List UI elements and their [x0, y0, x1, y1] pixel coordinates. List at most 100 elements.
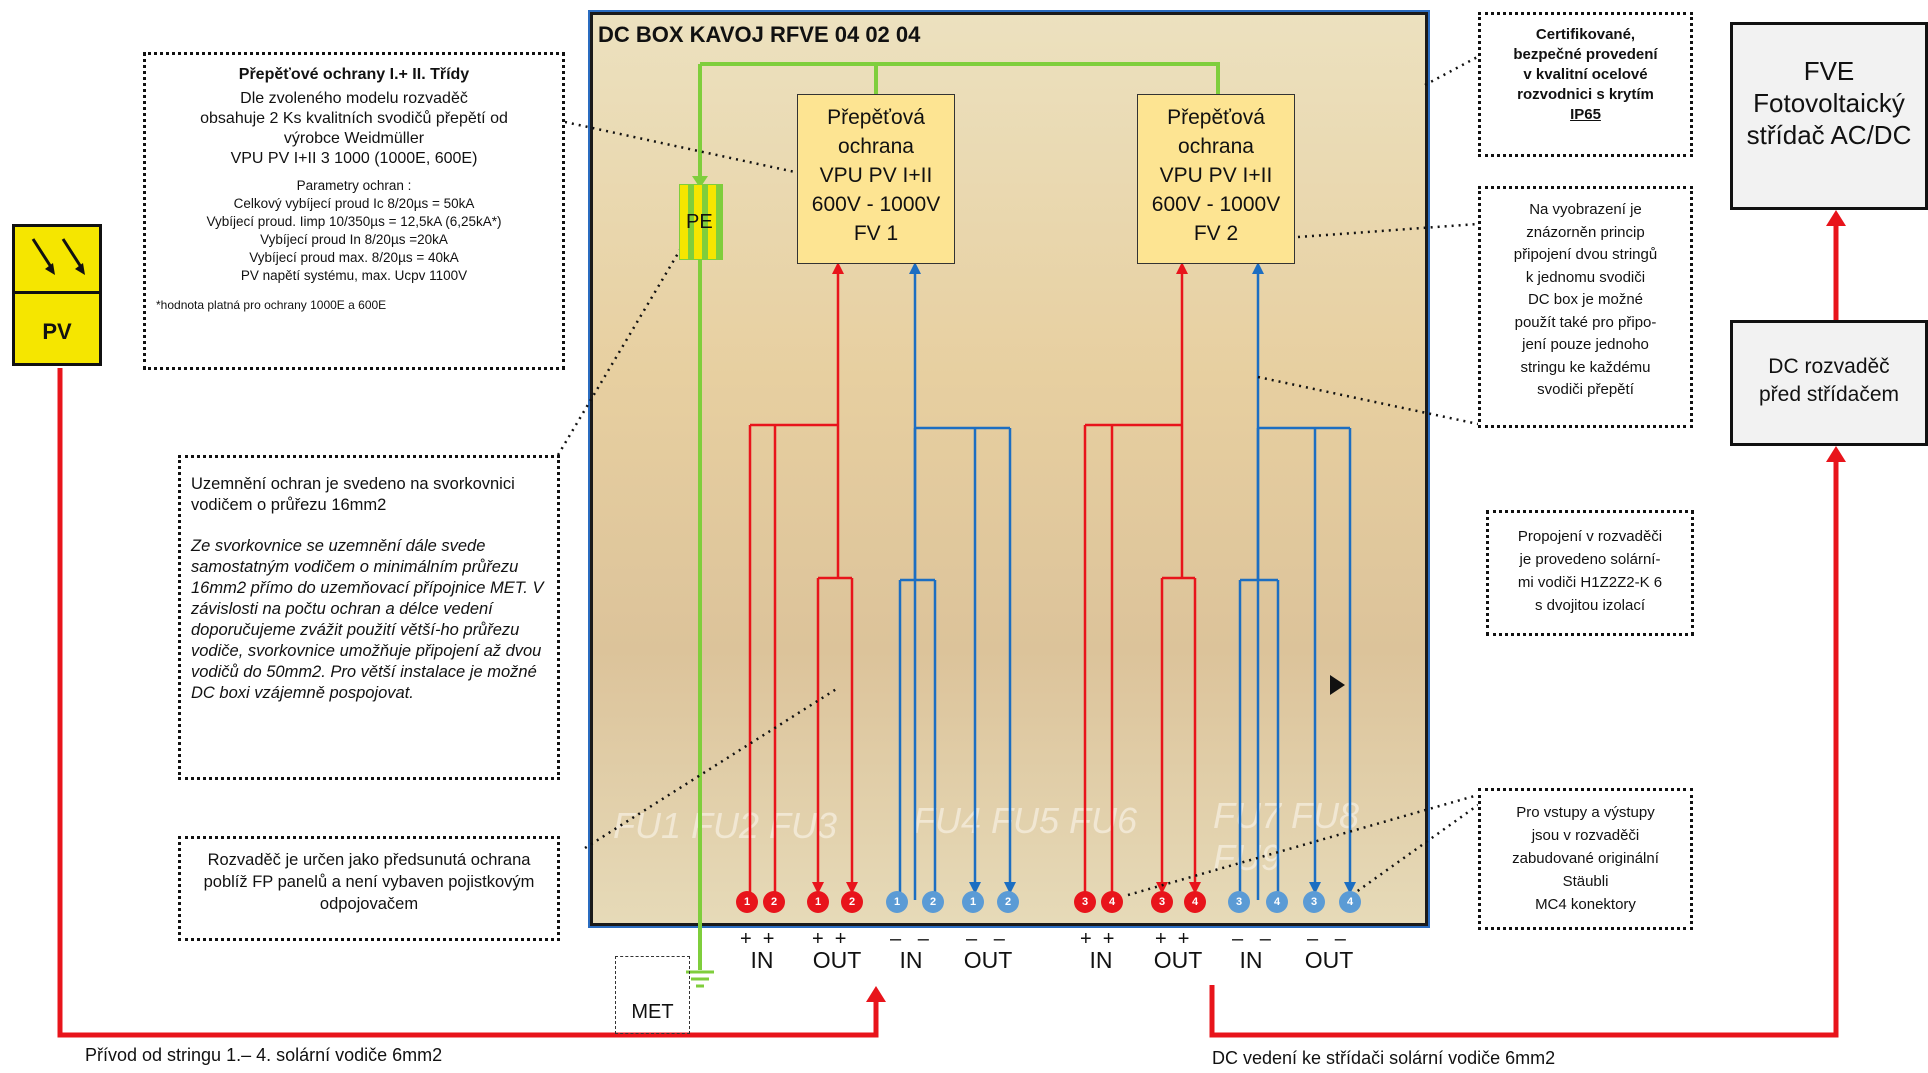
protection-fv1-line3: VPU PV I+II [819, 164, 933, 187]
principle-line-1: Na vyobrazení je [1529, 201, 1642, 218]
label-out-2: OUT [963, 947, 1013, 973]
predsunuta-text: Rozvaděč je určen jako předsunutá ochran… [203, 851, 535, 913]
konektory-line-5: MC4 konektory [1535, 896, 1636, 913]
protection-fv2-line5: FV 2 [1193, 222, 1239, 245]
protection-fv2-line2: ochrana [1178, 135, 1254, 158]
label-in-4: IN [1239, 947, 1263, 973]
propojeni-info-box: Propojení v rozvaděči je provedeno solár… [1486, 510, 1694, 636]
met-box: MET [615, 956, 690, 1034]
green-arrowhead [692, 176, 708, 188]
surge-param-3: Vybíjecí proud In 8/20µs =20kA [260, 232, 448, 247]
connector-red-out-1: 1 [807, 891, 829, 913]
pe-terminal: PE [679, 184, 723, 260]
surge-title: Přepěťové ochrany I.+ II. Třídy [238, 66, 470, 83]
pe-label: PE [686, 211, 713, 233]
fve-inverter-box: FVE Fotovoltaický střídač AC/DC [1730, 22, 1928, 210]
pv-label: PV [42, 319, 72, 344]
dc-box-title: DC BOX KAVOJ RFVE 04 02 04 [598, 22, 921, 47]
propojeni-line-2: je provedeno solární- [1519, 551, 1661, 568]
connector-red-4: 4 [1101, 891, 1123, 913]
predsunuta-info-box: Rozvaděč je určen jako předsunutá ochran… [178, 836, 560, 941]
grounding-text-2: Ze svorkovnice se uzemnění dále svede sa… [191, 537, 544, 702]
surge-param-4: Vybíjecí proud max. 8/20µs = 40kA [249, 250, 459, 265]
label-in-3: IN [1089, 947, 1113, 973]
fuse-label-3: FU7 FU8 FU9 [1213, 795, 1360, 878]
certified-line-2: bezpečné provedení [1513, 46, 1658, 63]
principle-line-7: jení pouze jednoho [1522, 336, 1649, 353]
pv-module: PV [12, 224, 102, 366]
caption-dc-line: DC vedení ke střídači solární vodiče 6mm… [1212, 1048, 1556, 1068]
certified-line-1: Certifikované, [1535, 26, 1636, 43]
certified-line-3: v kvalitní ocelové [1523, 66, 1648, 83]
connector-red-3: 3 [1074, 891, 1096, 913]
connector-red-out-3: 3 [1151, 891, 1173, 913]
principle-line-2: znázorněn princip [1526, 223, 1645, 241]
konektory-line-1: Pro vstupy a výstupy [1516, 804, 1655, 821]
propojeni-line-1: Propojení v rozvaděči [1517, 528, 1663, 545]
surge-footnote: *hodnota platná pro ochrany 1000E a 600E [156, 298, 387, 312]
inverter-line [1209, 460, 1839, 1038]
protection-fv1-line5: FV 1 [853, 222, 899, 245]
certified-line-5: IP65 [1570, 106, 1601, 123]
propojeni-line-4: s dvojitou izolací [1534, 597, 1646, 614]
protection-fv2: Přepěťová ochrana VPU PV I+II 600V - 100… [1137, 94, 1295, 264]
konektory-line-4: Stäubli [1562, 873, 1609, 890]
connector-blue-1: 1 [886, 891, 908, 913]
fve-line-3: střídač AC/DC [1746, 120, 1912, 150]
fuse-label-1: FU1 FU2 FU3 [613, 805, 838, 846]
protection-fv2-line1: Přepěťová [1167, 106, 1265, 129]
principle-line-4: k jednomu svodiči [1525, 268, 1646, 286]
protection-fv2-line4: 600V - 1000V [1151, 193, 1281, 216]
certified-line-4: rozvodnici s krytím [1517, 86, 1654, 103]
dc-rozvadec-line-2: před střídačem [1758, 383, 1900, 406]
principle-line-9: svodiči přepětí [1537, 381, 1634, 398]
connector-blue-out-2: 2 [997, 891, 1019, 913]
fuse-label-2: FU4 FU5 FU6 [913, 800, 1138, 841]
grounding-info-box: Uzemnění ochran je svedeno na svorkovnic… [178, 455, 560, 780]
met-label: MET [631, 1001, 674, 1023]
principle-info-box: Na vyobrazení je znázorněn princip připo… [1478, 186, 1693, 428]
protection-fv1: Přepěťová ochrana VPU PV I+II 600V - 100… [797, 94, 955, 264]
fve-line-1: FVE [1803, 56, 1855, 86]
principle-line-8: stringu ke každému [1520, 358, 1651, 376]
connector-red-out-4: 4 [1184, 891, 1206, 913]
sun-rays-icon [15, 238, 99, 294]
connector-blue-3: 3 [1228, 891, 1250, 913]
connector-blue-2: 2 [922, 891, 944, 913]
certified-info-box: Certifikované, bezpečné provedení v kval… [1478, 12, 1693, 157]
principle-line-3: připojení dvou stringů [1513, 246, 1658, 263]
dc-rozvadec-line-1: DC rozvaděč [1768, 355, 1890, 378]
protection-fv1-line1: Přepěťová [827, 106, 925, 129]
connector-red-2: 2 [763, 891, 785, 913]
surge-info-box: Přepěťové ochrany I.+ II. Třídy Dle zvol… [143, 52, 565, 370]
label-in-1: IN [750, 947, 774, 973]
label-out-4: OUT [1304, 947, 1354, 973]
fve-line-2: Fotovoltaický [1753, 88, 1905, 118]
label-out-1: OUT [812, 947, 862, 973]
surge-param-1: Celkový vybíjecí proud Ic 8/20µs = 50kA [233, 196, 475, 211]
grounding-text-1: Uzemnění ochran je svedeno na svorkovnic… [191, 475, 515, 514]
principle-line-5: DC box je možné [1527, 291, 1644, 308]
surge-desc-1: Dle zvoleného modelu rozvaděč [240, 90, 468, 107]
protection-fv1-line4: 600V - 1000V [811, 193, 941, 216]
connector-red-out-2: 2 [841, 891, 863, 913]
konektory-line-2: jsou v rozvaděči [1531, 827, 1640, 844]
surge-desc-2: obsahuje 2 Ks kvalitních svodičů přepětí… [200, 110, 508, 127]
principle-line-6: použít také pro připo- [1514, 313, 1657, 331]
pv-feed-line [57, 368, 879, 1038]
propojeni-line-3: mi vodiči H1Z2Z2-K 6 [1517, 574, 1663, 591]
label-in-2: IN [899, 947, 923, 973]
konektory-info-box: Pro vstupy a výstupy jsou v rozvaděči za… [1478, 788, 1693, 930]
surge-desc-4: VPU PV I+II 3 1000 (1000E, 600E) [230, 150, 478, 167]
connector-blue-4: 4 [1266, 891, 1288, 913]
surge-param-2: Vybíjecí proud. Iimp 10/350µs = 12,5kA (… [206, 214, 502, 229]
connector-blue-out-1: 1 [962, 891, 984, 913]
surge-desc-3: výrobce Weidmüller [283, 130, 425, 147]
caption-pv-feed: Přívod od stringu 1.– 4. solární vodiče … [85, 1045, 443, 1065]
protection-fv2-line3: VPU PV I+II [1159, 164, 1273, 187]
connector-red-1: 1 [736, 891, 758, 913]
label-out-3: OUT [1153, 947, 1203, 973]
protection-fv1-line2: ochrana [838, 135, 914, 158]
connector-blue-out-4: 4 [1339, 891, 1361, 913]
